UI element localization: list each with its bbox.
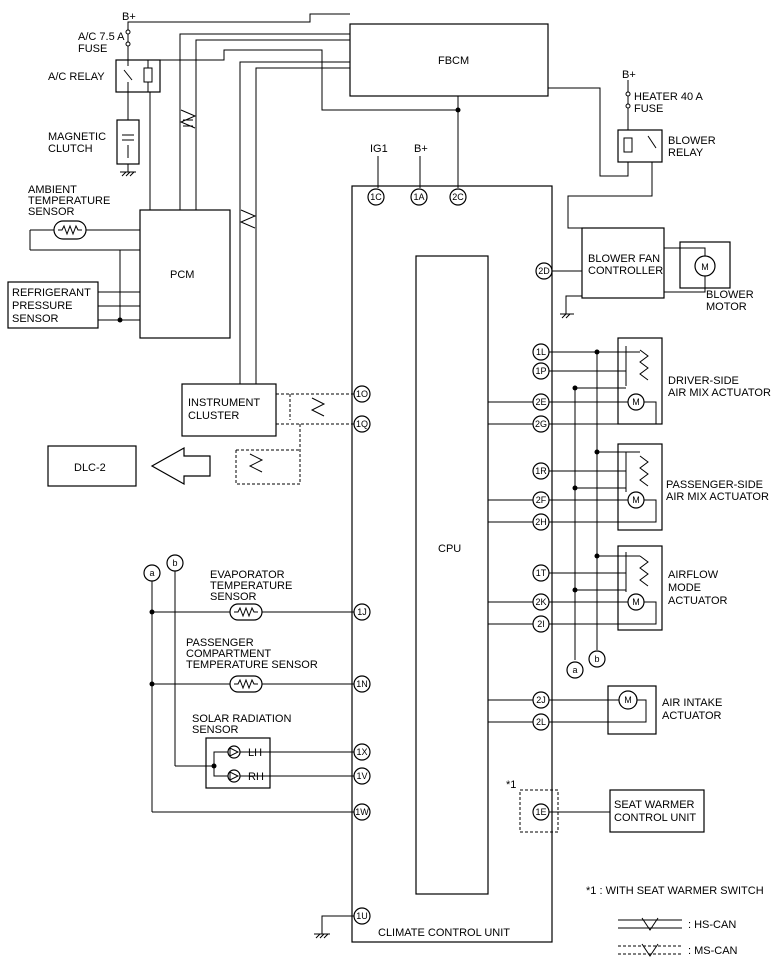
pin-1O: 1O (356, 389, 368, 399)
blower-relay (617, 129, 663, 163)
ac-relay-label: A/C RELAY (48, 71, 105, 83)
passenger-air-mix-actuator (617, 443, 663, 531)
bplus-left-label: B+ (122, 11, 136, 23)
solar-radiation-sensor (205, 737, 271, 789)
node-b-left: b (172, 558, 177, 568)
node-b-right: b (594, 654, 599, 664)
pin-1V: 1V (356, 771, 367, 781)
dlc-arrow-icon (150, 446, 211, 486)
legend-hs-can: : HS-CAN (618, 917, 736, 931)
footnote-label: *1 : WITH SEAT WARMER SWITCH (586, 885, 764, 897)
pin-2H: 2H (535, 517, 547, 527)
pcm (139, 209, 231, 339)
pin-1R: 1R (535, 466, 547, 476)
refrigerant-pressure-sensor (7, 281, 99, 329)
pin-1P: 1P (535, 366, 546, 376)
legend-ms-can: : MS-CAN (618, 943, 738, 957)
ig1-label: IG1 (370, 143, 388, 155)
ac-relay (115, 59, 161, 93)
fbcm-label: FBCM (438, 55, 469, 67)
pin-1E: 1E (535, 807, 546, 817)
node-a-right: a (572, 665, 577, 675)
lh-label: LH (248, 747, 262, 759)
rh-label: RH (248, 771, 264, 783)
pin-1W: 1W (355, 807, 369, 817)
climate-control-unit (351, 185, 553, 943)
air-intake-motor-symbol: M (624, 695, 632, 705)
pin-1C: 1C (370, 192, 382, 202)
bplus-ccu-label: B+ (414, 143, 428, 155)
ms-can-label: : MS-CAN (688, 945, 738, 957)
bplus-right-label: B+ (622, 69, 636, 81)
dlc-label: DLC-2 (74, 462, 106, 474)
pin-2D: 2D (538, 266, 550, 276)
pin-1J: 1J (357, 607, 367, 617)
pcm-label: PCM (170, 269, 194, 281)
instrument-cluster (181, 383, 277, 437)
fbcm (349, 23, 549, 97)
pin-1L: 1L (536, 347, 546, 357)
blower-motor-symbol: M (701, 262, 709, 272)
pin-2I: 2I (537, 619, 545, 629)
air-intake-actuator (607, 685, 657, 735)
airflow-motor-symbol: M (632, 597, 640, 607)
seat-warmer-control-unit (609, 789, 705, 833)
pin-1N: 1N (356, 679, 368, 689)
dlc-2 (47, 445, 137, 487)
pin-2L: 2L (536, 717, 546, 727)
cpu-label: CPU (438, 543, 461, 555)
driver-air-mix-actuator (617, 337, 663, 425)
pin-2J: 2J (536, 695, 546, 705)
node-a-left: a (149, 568, 154, 578)
pin-2C: 2C (452, 192, 464, 202)
pin-2K: 2K (535, 597, 546, 607)
climate-control-unit-label: CLIMATE CONTROL UNIT (378, 927, 510, 939)
pin-2F: 2F (536, 495, 547, 505)
pin-1Q: 1Q (356, 419, 368, 429)
pin-1X: 1X (356, 747, 367, 757)
pin-2G: 2G (535, 419, 547, 429)
cpu (415, 255, 489, 895)
driver-motor-symbol: M (632, 397, 640, 407)
passenger-motor-symbol: M (632, 495, 640, 505)
airflow-mode-actuator (617, 545, 663, 631)
pin-1U: 1U (356, 911, 368, 921)
pin-2E: 2E (535, 397, 546, 407)
pin-1A: 1A (413, 192, 424, 202)
note-mark: *1 (506, 779, 516, 791)
hs-can-label: : HS-CAN (688, 919, 736, 931)
blower-fan-controller (581, 227, 665, 299)
pin-1T: 1T (536, 568, 547, 578)
